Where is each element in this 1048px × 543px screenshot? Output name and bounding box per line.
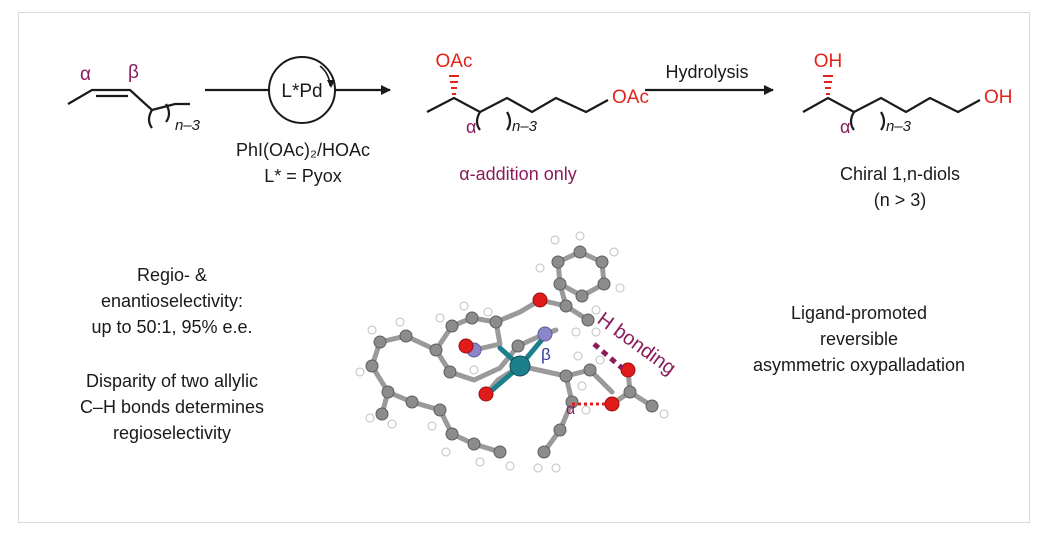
mechanism-line-3: asymmetric oxypalladation [752,355,966,375]
diol-alpha-label: α [840,117,850,137]
diol-subscript: n–3 [886,118,912,135]
product-top-group: OAc [436,51,473,72]
selectivity-text: Regio- & enantioselectivity: up to 50:1,… [52,262,292,340]
palladium-atom [509,355,531,377]
mechanism-line-1: Ligand-promoted [790,303,928,323]
mechanism-line-2: reversible [819,329,899,349]
selectivity-line-1: Regio- & [136,265,208,285]
diol-note-line-1: Chiral 1,n-diols [840,164,960,184]
diol-end-group: OH [984,87,1013,108]
substrate-alpha-label: α [80,64,91,85]
product-structure [426,96,609,131]
disparity-line-2: C–H bonds determines [79,397,265,417]
catalyst-circle [268,56,336,124]
catalyst-label: L*Pd [281,81,322,102]
mechanism-text: Ligand-promoted reversible asymmetric ox… [724,300,994,378]
disparity-line-1: Disparity of two allylic [85,371,259,391]
selectivity-line-3: up to 50:1, 95% e.e. [91,317,253,337]
hydrolysis-label: Hydrolysis [665,62,748,82]
h-bond-label: H bonding [593,308,680,379]
disparity-text: Disparity of two allylic C–H bonds deter… [40,368,304,446]
diol-hashed-bond [823,75,833,95]
pd-complex-model [355,231,669,473]
conditions-ligand: L* = Pyox [264,166,342,186]
disparity-line-3: regioselectivity [112,423,232,443]
figure-frame [18,12,1030,523]
model-hydrogens [355,231,669,473]
diol-structure [802,96,981,131]
substrate-subscript: n–3 [175,117,201,134]
diol-top-group: OH [814,51,843,72]
diol-note-line-2: (n > 3) [874,190,927,210]
product-subscript: n–3 [512,118,538,135]
model-carbons [365,245,659,459]
substrate-structure [67,88,190,129]
product-note: α-addition only [459,164,576,184]
conditions-reagent: PhI(OAc)₂/HOAc [236,140,370,160]
product-end-group: OAc [612,87,649,108]
model-beta-label: β [541,345,551,364]
selectivity-line-2: enantioselectivity: [100,291,244,311]
model-alpha-label: α [566,401,575,418]
product-hashed-bond [449,75,459,95]
substrate-beta-label: β [128,62,139,83]
product-alpha-label: α [466,117,476,137]
